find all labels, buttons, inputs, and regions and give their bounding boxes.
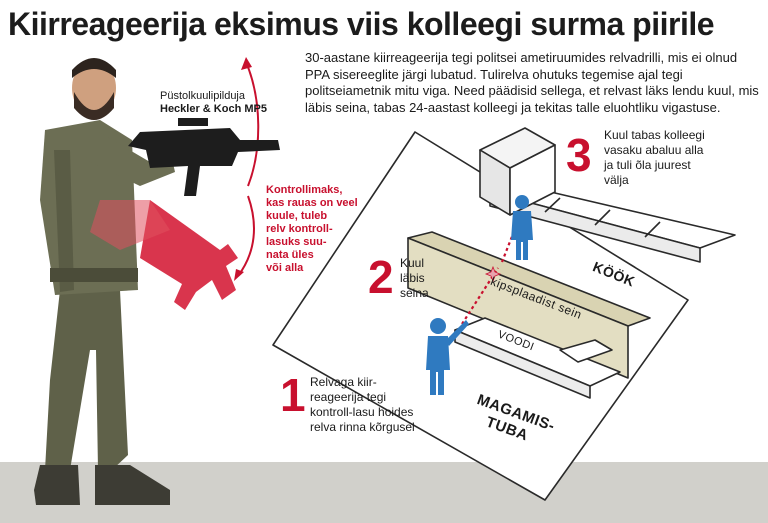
control-note-line: nata üles [266, 249, 314, 261]
control-note: Kontrollimaks, kas rauas on veel kuule, … [266, 184, 358, 275]
step-2-number: 2 [368, 251, 394, 303]
weapon-label: Püstolkuulipilduja Heckler & Koch MP5 [160, 90, 270, 116]
control-note-line: kas rauas on veel [266, 197, 358, 209]
arrow-down-icon [234, 269, 244, 281]
rotation-arrows [237, 61, 260, 277]
step-text-line: Kuul tabas kolleegi [604, 128, 705, 142]
step-3-text: Kuul tabas kolleegi vasaku abaluu alla j… [604, 128, 705, 188]
arrow-up-icon [241, 57, 252, 70]
step-text-line: ja tuli õla juurest [604, 158, 691, 172]
intro-paragraph: 30-aastane kiirreageerija tegi politsei … [305, 50, 759, 115]
control-note-line: või alla [266, 262, 304, 274]
control-note-line: kuule, tuleb [266, 210, 328, 222]
step-2-text: Kuul läbis seina [400, 256, 429, 301]
drywall [407, 237, 629, 379]
step-text-line: Kuul [400, 256, 425, 270]
step-text-line: läbis [400, 271, 425, 285]
step-text-line: kontroll-lasu hoides [310, 405, 414, 419]
control-note-line: Kontrollimaks, [266, 184, 343, 196]
colleague-figure-icon [511, 195, 533, 260]
control-note-line: lasuks suu- [266, 236, 327, 248]
step-text-line: reageerija tegi [310, 390, 387, 404]
weapon-label-type: Püstolkuulipilduja [160, 90, 245, 102]
pillow [559, 339, 613, 363]
page-title: Kiirreageerija eksimus viis kolleegi sur… [8, 6, 715, 42]
step-3-number: 3 [566, 129, 592, 181]
bullet-path [461, 215, 522, 325]
floor-plan [272, 127, 736, 501]
step-text-line: relva rinna kõrgusel [310, 420, 415, 434]
step-text-line: välja [604, 173, 629, 187]
weapon-label-model: Heckler & Koch MP5 [160, 103, 267, 115]
step-text-line: Relvaga kiir- [310, 375, 377, 389]
step-1-number: 1 [280, 369, 306, 421]
control-note-line: relv kontroll- [266, 223, 333, 235]
step-text-line: seina [400, 286, 429, 300]
step-1-text: Relvaga kiir- reageerija tegi kontroll-l… [310, 375, 415, 435]
soldier-illustration [34, 58, 280, 505]
shooter-figure-icon [426, 318, 469, 395]
step-text-line: vasaku abaluu alla [604, 143, 704, 157]
impact-star-icon [484, 265, 502, 283]
